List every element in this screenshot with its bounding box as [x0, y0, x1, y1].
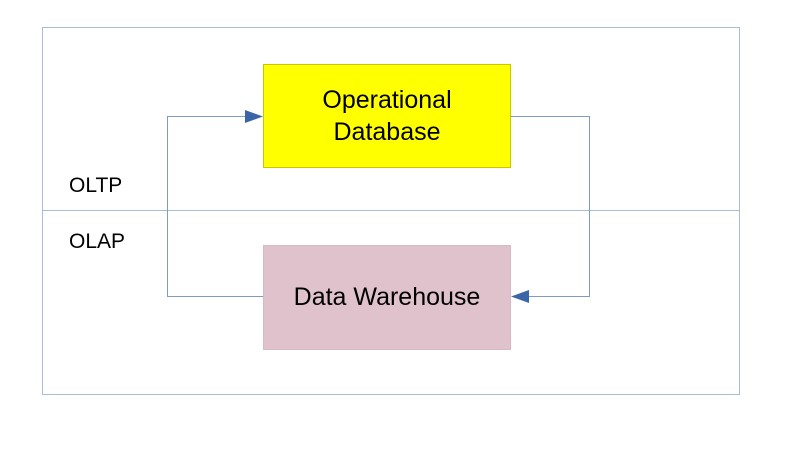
oltp-label: OLTP: [69, 174, 123, 197]
arrowhead-to-operational: [245, 110, 263, 123]
arrowhead-to-warehouse: [511, 290, 529, 303]
olap-label: OLAP: [69, 230, 126, 253]
operational-database-label: Operational Database: [322, 85, 452, 147]
connector-operational-to-warehouse: [511, 116, 590, 297]
operational-database-node: Operational Database: [263, 64, 511, 168]
data-warehouse-label: Data Warehouse: [293, 283, 481, 312]
connector-warehouse-to-operational: [167, 116, 263, 297]
data-warehouse-node: Data Warehouse: [263, 245, 511, 350]
